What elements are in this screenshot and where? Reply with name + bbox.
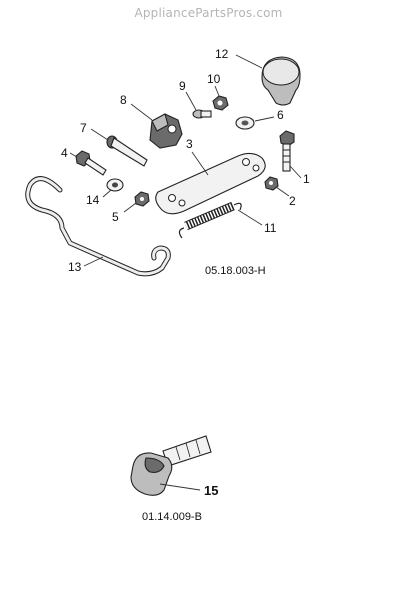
callout-9: 9 bbox=[179, 79, 186, 93]
callout-10: 10 bbox=[207, 72, 221, 86]
callout-8: 8 bbox=[120, 93, 127, 107]
callout-6: 6 bbox=[277, 108, 284, 122]
callout-11: 11 bbox=[264, 221, 277, 235]
part-8-bracket[interactable] bbox=[149, 113, 183, 149]
callout-1: 1 bbox=[303, 172, 310, 186]
reference-code-bottom: 01.14.009-B bbox=[142, 511, 202, 523]
part-12-knob[interactable] bbox=[261, 56, 301, 106]
part-6-washer[interactable] bbox=[235, 116, 255, 130]
part-11-spring[interactable] bbox=[178, 201, 242, 239]
part-4-stud[interactable] bbox=[75, 150, 107, 176]
part-14-bushing[interactable] bbox=[106, 178, 124, 192]
callout-15: 15 bbox=[204, 483, 218, 498]
callout-5: 5 bbox=[112, 210, 119, 224]
reference-code-top: 05.18.003-H bbox=[205, 265, 266, 277]
part-2-nut[interactable] bbox=[264, 176, 279, 191]
callout-4: 4 bbox=[61, 146, 68, 160]
part-3-plate[interactable] bbox=[155, 152, 266, 215]
callout-14: 14 bbox=[86, 193, 100, 207]
part-15-knob-assembly[interactable] bbox=[130, 435, 212, 496]
callout-13: 13 bbox=[68, 260, 82, 274]
callout-2: 2 bbox=[289, 194, 296, 208]
callout-12: 12 bbox=[215, 47, 229, 61]
part-13-shift-rod[interactable] bbox=[25, 176, 171, 277]
part-7-shaft[interactable] bbox=[106, 135, 148, 167]
part-1-bolt[interactable] bbox=[279, 130, 295, 172]
watermark: AppliancePartsPros.com bbox=[134, 6, 283, 20]
part-5-nut[interactable] bbox=[134, 191, 150, 207]
part-9-bolt[interactable] bbox=[192, 109, 212, 119]
part-10-nut[interactable] bbox=[212, 95, 229, 111]
callout-3: 3 bbox=[186, 137, 193, 151]
callout-7: 7 bbox=[80, 121, 87, 135]
